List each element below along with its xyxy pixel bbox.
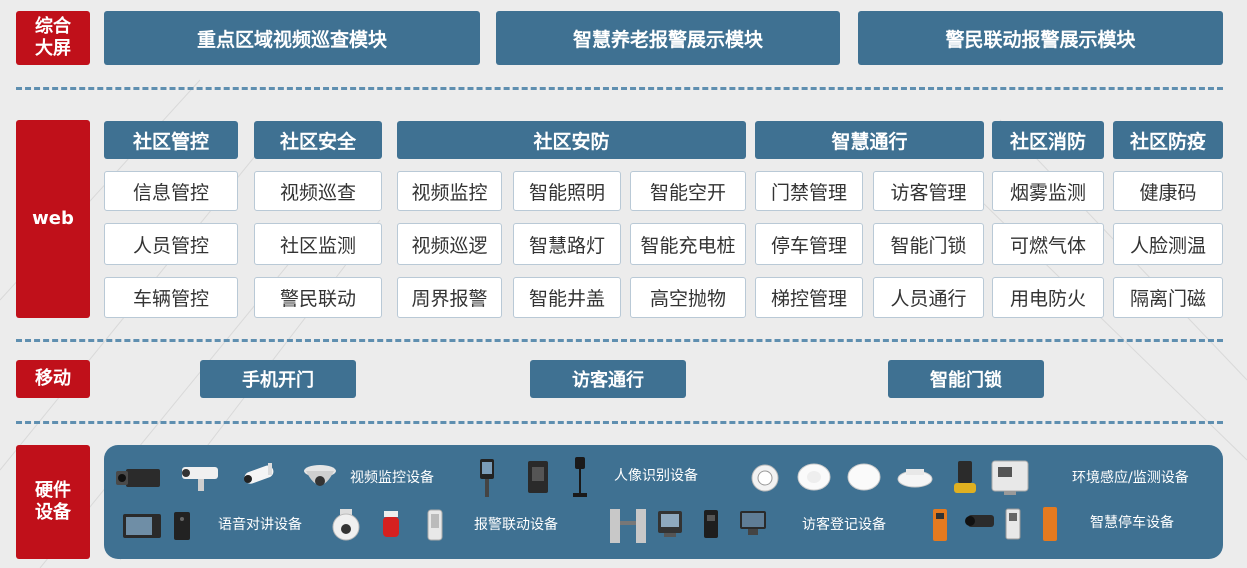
item-police-linkage[interactable]: 警民联动 bbox=[254, 277, 382, 318]
mobile-phone-unlock[interactable]: 手机开门 bbox=[200, 360, 356, 398]
barrier-post-icon bbox=[1043, 507, 1057, 541]
item-info-control[interactable]: 信息管控 bbox=[104, 171, 238, 211]
item-video-inspection[interactable]: 视频巡查 bbox=[254, 171, 382, 211]
hw-label-face: 人像识别设备 bbox=[614, 468, 698, 484]
category-community-security[interactable]: 社区安防 bbox=[397, 121, 746, 159]
hw-label-alarm: 报警联动设备 bbox=[474, 517, 558, 533]
hw-label-video: 视频监控设备 bbox=[350, 470, 434, 486]
tube-camera-icon bbox=[244, 463, 274, 484]
item-personnel-control[interactable]: 人员管控 bbox=[104, 223, 238, 265]
item-parking-management[interactable]: 停车管理 bbox=[755, 223, 863, 265]
item-isolation-door-sensor[interactable]: 隔离门磁 bbox=[1113, 277, 1223, 318]
hw-label-parking: 智慧停车设备 bbox=[1090, 515, 1174, 531]
item-smart-door-lock[interactable]: 智能门锁 bbox=[873, 223, 984, 265]
item-smoke-detection[interactable]: 烟雾监测 bbox=[992, 171, 1104, 211]
item-vehicle-control[interactable]: 车辆管控 bbox=[104, 277, 238, 318]
speed-dome-icon bbox=[332, 509, 360, 541]
row-label-web: web bbox=[16, 120, 90, 318]
alarm-button-icon bbox=[427, 509, 443, 541]
category-community-control[interactable]: 社区管控 bbox=[104, 121, 238, 159]
category-smart-access[interactable]: 智慧通行 bbox=[755, 121, 984, 159]
card-reader-icon bbox=[704, 510, 718, 538]
hw-label-intercom: 语音对讲设备 bbox=[218, 517, 302, 533]
divider-3 bbox=[16, 421, 1223, 424]
registration-screen-icon bbox=[740, 511, 766, 535]
parking-gate-icon bbox=[933, 509, 947, 541]
bullet-camera-icon bbox=[182, 467, 218, 491]
item-face-temperature[interactable]: 人脸测温 bbox=[1113, 223, 1223, 265]
item-perimeter-alarm[interactable]: 周界报警 bbox=[397, 277, 502, 318]
divider-1 bbox=[16, 87, 1223, 90]
item-video-patrol[interactable]: 视频巡逻 bbox=[397, 223, 502, 265]
face-panel-icon bbox=[528, 461, 548, 493]
category-fire-protection[interactable]: 社区消防 bbox=[992, 121, 1104, 159]
turnstile-icon bbox=[610, 509, 646, 543]
item-visitor-management[interactable]: 访客管理 bbox=[873, 171, 984, 211]
category-community-safety[interactable]: 社区安全 bbox=[254, 121, 382, 159]
parking-terminal-icon bbox=[1005, 508, 1021, 540]
hardware-panel: 视频监控设备 人像识别设备 环境感应/监测设备 语音对讲设备 bbox=[104, 445, 1223, 559]
door-station-icon bbox=[174, 512, 190, 540]
mobile-visitor-pass[interactable]: 访客通行 bbox=[530, 360, 686, 398]
mobile-smart-lock[interactable]: 智能门锁 bbox=[888, 360, 1044, 398]
item-smart-streetlight[interactable]: 智慧路灯 bbox=[513, 223, 621, 265]
visitor-machine-icon bbox=[658, 511, 682, 537]
item-high-altitude-throwing[interactable]: 高空抛物 bbox=[630, 277, 746, 318]
item-electrical-fire[interactable]: 用电防火 bbox=[992, 277, 1104, 318]
turret-camera-icon bbox=[304, 465, 336, 486]
module-police-alarm[interactable]: 警民联动报警展示模块 bbox=[858, 11, 1223, 65]
row-label-dashboard: 综合 大屏 bbox=[16, 11, 90, 65]
item-elevator-control[interactable]: 梯控管理 bbox=[755, 277, 863, 318]
face-stand-icon bbox=[573, 457, 587, 497]
item-combustible-gas[interactable]: 可燃气体 bbox=[992, 223, 1104, 265]
gas-detector-icon bbox=[847, 463, 881, 491]
row-label-hardware: 硬件 设备 bbox=[16, 445, 90, 559]
item-video-surveillance[interactable]: 视频监控 bbox=[397, 171, 502, 211]
module-elderly-alarm[interactable]: 智慧养老报警展示模块 bbox=[496, 11, 840, 65]
alarm-siren-icon bbox=[383, 511, 399, 537]
item-smart-lighting[interactable]: 智能照明 bbox=[513, 171, 621, 211]
monitor-box-icon bbox=[991, 460, 1029, 495]
plate-camera-icon bbox=[965, 515, 994, 527]
row-label-mobile: 移动 bbox=[16, 360, 90, 398]
item-smart-breaker[interactable]: 智能空开 bbox=[630, 171, 746, 211]
hw-label-visitor: 访客登记设备 bbox=[802, 517, 886, 533]
smoke-detector-icon bbox=[797, 463, 831, 491]
hw-label-environment: 环境感应/监测设备 bbox=[1072, 470, 1189, 486]
box-camera-icon bbox=[116, 469, 160, 487]
item-community-monitoring[interactable]: 社区监测 bbox=[254, 223, 382, 265]
indoor-monitor-icon bbox=[123, 514, 161, 538]
item-smart-charger[interactable]: 智能充电桩 bbox=[630, 223, 746, 265]
category-epidemic-prevention[interactable]: 社区防疫 bbox=[1113, 121, 1223, 159]
round-sensor-icon bbox=[751, 464, 779, 492]
water-sensor-icon bbox=[954, 461, 976, 493]
item-access-control[interactable]: 门禁管理 bbox=[755, 171, 863, 211]
heat-detector-icon bbox=[897, 469, 933, 488]
module-video-patrol[interactable]: 重点区域视频巡查模块 bbox=[104, 11, 480, 65]
item-personnel-passage[interactable]: 人员通行 bbox=[873, 277, 984, 318]
face-terminal-icon bbox=[480, 459, 494, 497]
item-smart-manhole[interactable]: 智能井盖 bbox=[513, 277, 621, 318]
item-health-code[interactable]: 健康码 bbox=[1113, 171, 1223, 211]
divider-2 bbox=[16, 339, 1223, 342]
